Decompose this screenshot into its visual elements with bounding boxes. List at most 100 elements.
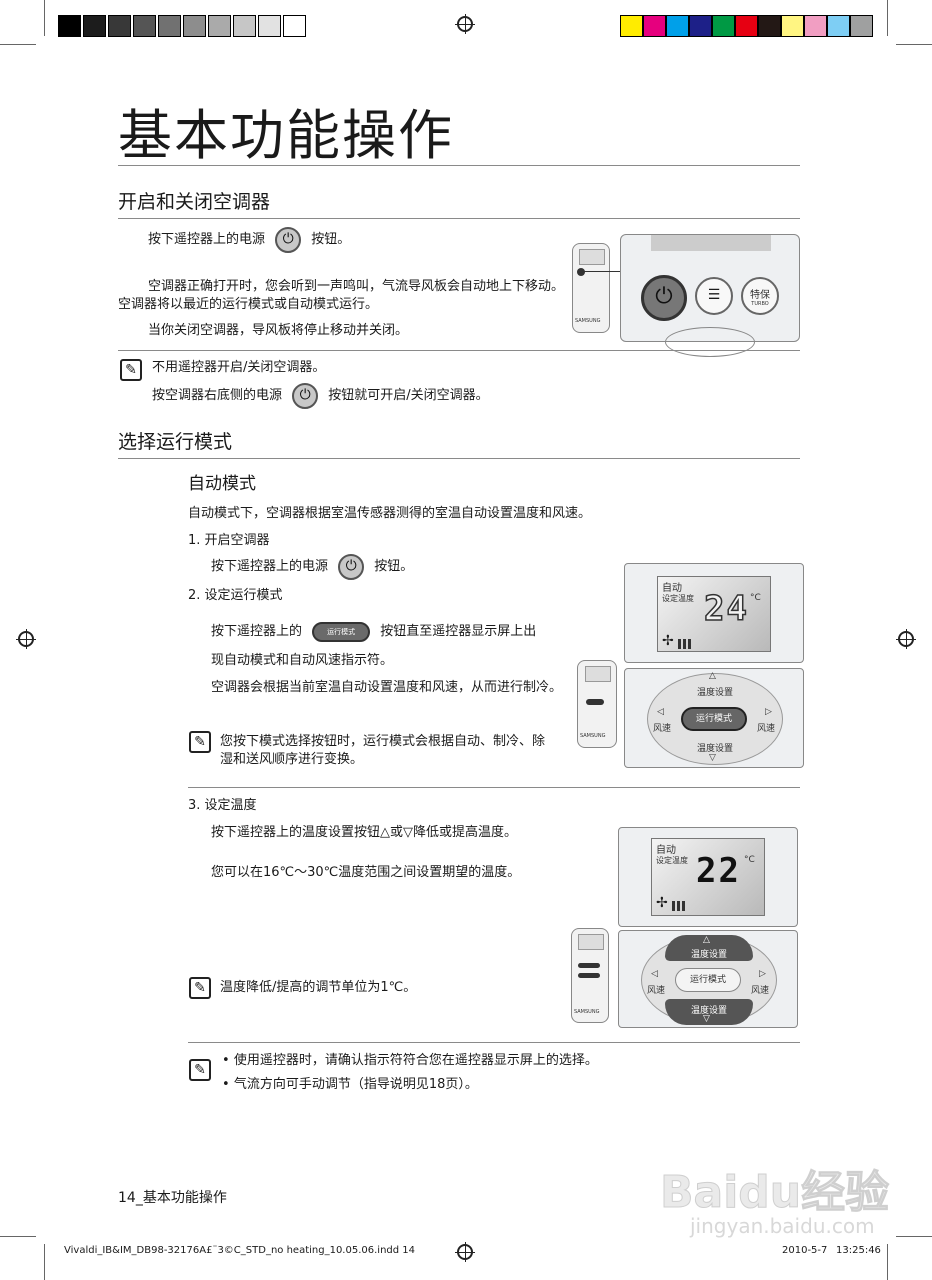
power-icon: ⏻ [338, 553, 365, 580]
power-instruction: 按下遥控器上的电源 ⏻ 按钮。 [148, 226, 350, 254]
footer-page-label: 14_基本功能操作 [118, 1190, 227, 1206]
power-note-title: 不用遥控器开启/关闭空调器。 [152, 360, 326, 375]
pad-left-label: 风速 [647, 986, 666, 996]
color-swatch [827, 15, 850, 37]
lcd-temp-label: 设定温度 [656, 856, 688, 865]
crop-mark [887, 0, 888, 36]
pad-up-arrow-icon: △ [703, 935, 710, 945]
pad-right-label: 风速 [757, 724, 776, 734]
note-icon: ✎ [189, 977, 211, 999]
registration-mark-icon [896, 629, 916, 649]
section-rule [188, 1042, 800, 1043]
crop-mark [0, 44, 36, 45]
section-rule [188, 787, 800, 788]
note-icon: ✎ [120, 359, 142, 381]
remote-highlight [578, 963, 600, 968]
lcd-unit: °C [750, 593, 761, 603]
remote-screen [579, 249, 605, 265]
step1-title: 1. 开启空调器 [188, 533, 270, 548]
step2-para: 空调器会根据当前室温自动设置温度和风速，从而进行制冷。 [211, 680, 563, 695]
step3-note: 温度降低/提高的调节单位为1℃。 [220, 980, 417, 995]
fan-speed-bars-icon [678, 639, 694, 649]
color-swatch [735, 15, 758, 37]
crop-mark [896, 44, 932, 45]
fan-icon: ✢ [662, 633, 674, 649]
lcd-mode-label: 自动 [662, 583, 682, 594]
remote-highlight [586, 699, 604, 705]
section-rule [118, 350, 800, 351]
section-heading-power: 开启和关闭空调器 [118, 191, 271, 213]
bullet-icon: • [222, 1077, 230, 1092]
remote-brand: SAMSUNG [575, 318, 601, 324]
footer-file-name: Vivaldi_IB&IM_DB98-32176A£¨3©C_STD_no he… [64, 1245, 416, 1256]
gray-swatch [158, 15, 181, 37]
panel-power-button-icon: ⏻ [641, 275, 687, 321]
gray-swatch [58, 15, 81, 37]
gray-swatch [83, 15, 106, 37]
gray-swatch [283, 15, 306, 37]
power-para-2: 当你关闭空调器，导风板将停止移动并关闭。 [148, 323, 409, 338]
step3-para-1: 按下遥控器上的温度设置按钮△或▽降低或提高温度。 [211, 825, 517, 840]
step1-after: 按钮。 [374, 559, 414, 574]
pad-top-label: 温度设置 [691, 950, 728, 960]
power-note-after: 按钮就可开启/关闭空调器。 [328, 388, 489, 403]
section-rule [118, 218, 800, 219]
step2-body: 按下遥控器上的 运行模式 按钮直至遥控器显示屏上出 [211, 620, 536, 644]
registration-mark-icon [455, 1242, 475, 1262]
pad-right-arrow-icon: ▷ [759, 969, 766, 979]
panel-display-strip [651, 235, 771, 251]
power-panel-illustration: ⏻ ☰ 特保 TURBO [620, 234, 800, 357]
mode-button-icon: 运行模式 [312, 621, 371, 642]
remote-highlight [578, 973, 600, 978]
remote-illustration: SAMSUNG [577, 660, 617, 748]
remote-screen [585, 666, 611, 682]
pad-left-label: 风速 [653, 724, 672, 734]
power-instruction-before: 按下遥控器上的电源 [148, 232, 266, 247]
power-instruction-after: 按钮。 [311, 232, 351, 247]
section-rule [118, 458, 800, 459]
color-swatch [643, 15, 666, 37]
lcd-temp-label: 设定温度 [662, 594, 694, 603]
power-note-body: 按空调器右底侧的电源 ⏻ 按钮就可开启/关闭空调器。 [152, 382, 489, 410]
lcd-panel-auto: 自动 设定温度 24 °C ✢ [624, 563, 804, 663]
lcd-temperature: 24 [703, 589, 749, 629]
callout-line [580, 271, 620, 272]
auto-intro: 自动模式下，空调器根据室温传感器测得的室温自动设置温度和风速。 [188, 506, 592, 521]
gray-swatch [183, 15, 206, 37]
power-icon: ⏻ [292, 382, 319, 409]
power-para-1: 空调器正确打开时，您会听到一声鸣叫，气流导风板会自动地上下移动。空调器将以最近的… [118, 279, 565, 312]
pad-left-arrow-icon: ◁ [651, 969, 658, 979]
lcd-display: 自动 设定温度 24 °C ✢ [657, 576, 771, 652]
title-rule [118, 165, 800, 166]
color-swatch [781, 15, 804, 37]
gray-swatch [108, 15, 131, 37]
step2-after: 按钮直至遥控器显示屏上出 [380, 624, 537, 639]
pad-right-label: 风速 [751, 986, 770, 996]
tip-text: 气流方向可手动调节（指导说明见18页）。 [233, 1077, 478, 1092]
panel-arc [665, 327, 755, 357]
crop-mark [44, 0, 45, 36]
registration-mark-icon [16, 629, 36, 649]
power-note-before: 按空调器右底侧的电源 [152, 388, 283, 403]
pad-bottom-label: 温度设置 [691, 1006, 728, 1016]
pad-left-arrow-icon: ◁ [657, 707, 664, 717]
power-icon: ⏻ [275, 226, 302, 253]
crop-mark [44, 1244, 45, 1280]
pad-center-button: 运行模式 [675, 968, 741, 992]
gray-swatch [258, 15, 281, 37]
mode-pad-illustration: △ 温度设置 ◁ 风速 ▷ 风速 运行模式 温度设置 ▽ [624, 668, 804, 768]
step2-note: 您按下模式选择按钮时，运行模式会根据自动、制冷、除湿和送风顺序进行变换。 [220, 734, 546, 767]
step1-body: 按下遥控器上的电源 ⏻ 按钮。 [211, 553, 413, 581]
remote-highlight-dot [577, 268, 585, 276]
color-swatch [850, 15, 873, 37]
pad-down-arrow-icon: ▽ [709, 753, 716, 763]
remote-illustration: SAMSUNG [572, 243, 610, 333]
remote-illustration: SAMSUNG [571, 928, 609, 1023]
pad-top-button [665, 935, 753, 961]
fan-speed-bars-icon [672, 901, 688, 911]
remote-screen [578, 934, 604, 950]
lcd-mode-label: 自动 [656, 845, 676, 856]
pad-up-arrow-icon: △ [709, 671, 716, 681]
pad-right-arrow-icon: ▷ [765, 707, 772, 717]
tip-item: • 气流方向可手动调节（指导说明见18页）。 [222, 1076, 478, 1094]
